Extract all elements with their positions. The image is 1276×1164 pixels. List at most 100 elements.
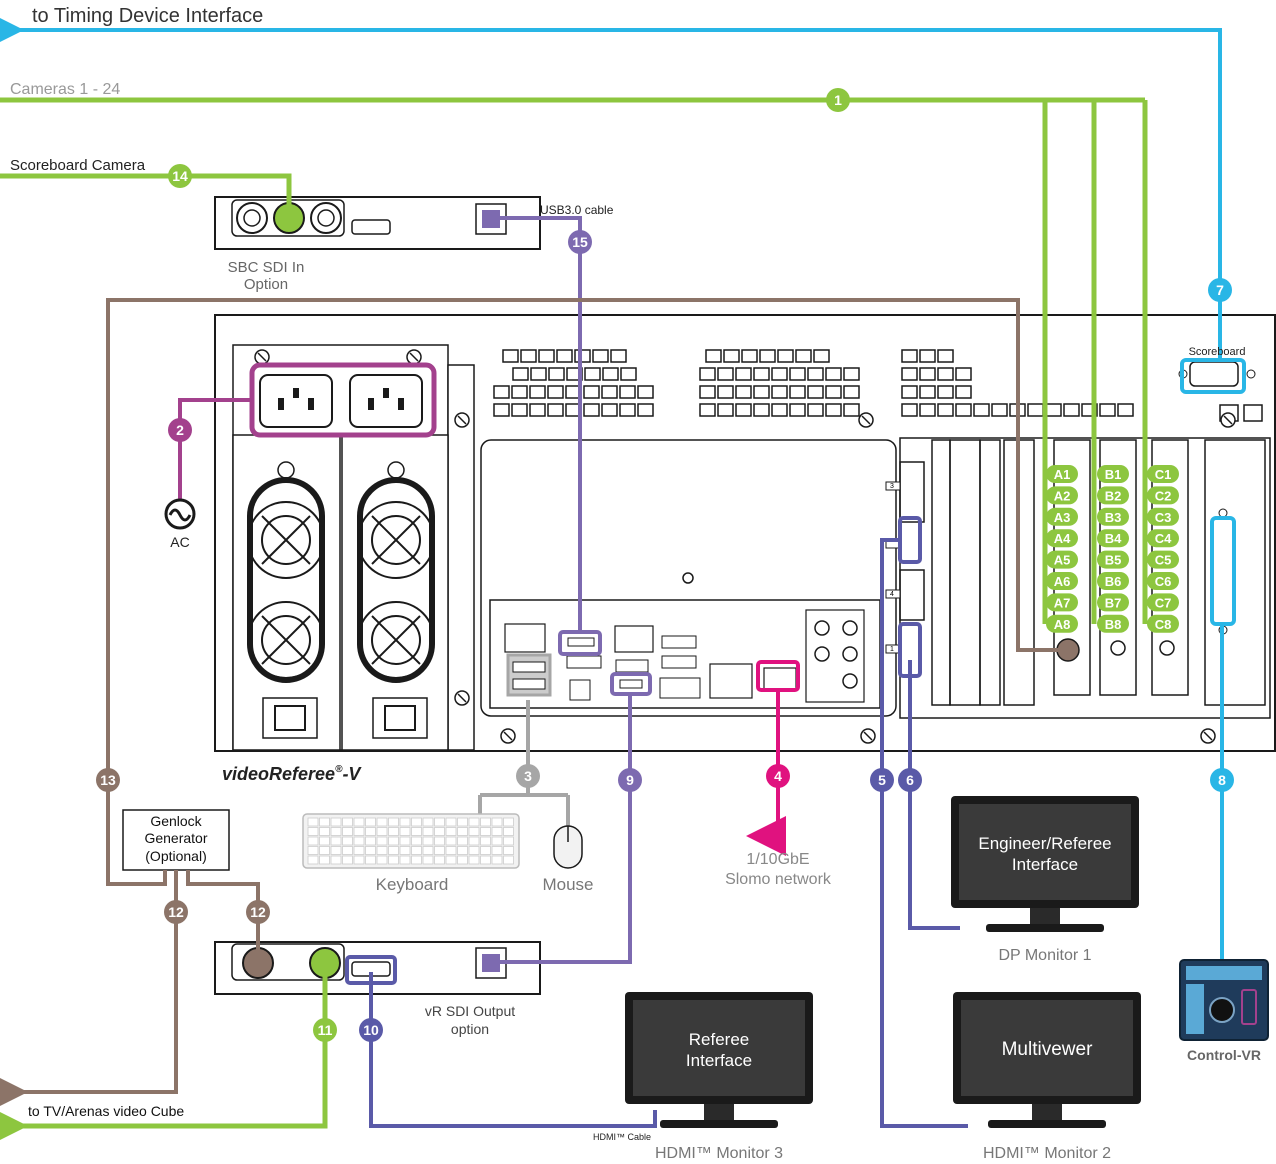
monitor3-screen-1: Referee: [689, 1030, 749, 1049]
slot-4-label: 4: [890, 591, 894, 598]
step-badge-label: 6: [906, 772, 914, 788]
tv-cube-label: to TV/Arenas video Cube: [28, 1103, 184, 1119]
genlock-label-1: Genlock: [150, 813, 202, 829]
sdi-out-label-2: option: [451, 1021, 489, 1037]
camera-port-badge: [1147, 614, 1179, 633]
step-badge-label: 3: [524, 768, 532, 784]
camera-port-badge: [1097, 614, 1129, 633]
camera-port-label: B5: [1105, 553, 1122, 568]
camera-port-label: A2: [1054, 488, 1071, 503]
step-badge-label: 12: [250, 904, 266, 920]
camera-port-label: C2: [1155, 488, 1172, 503]
step-badge: [766, 764, 790, 788]
product-name: videoReferee®-V: [222, 764, 362, 784]
monitor1-screen-1: Engineer/Referee: [978, 834, 1111, 853]
hdmi-monitor-3: [625, 992, 813, 1128]
sbc-label-1: SBC SDI In: [228, 259, 305, 276]
mouse-label: Mouse: [542, 875, 593, 894]
step-badge: [618, 768, 642, 792]
step-badge-label: 4: [774, 768, 782, 784]
monitor3-label: HDMI™ Monitor 3: [655, 1145, 783, 1162]
step-badge-label: 8: [1218, 772, 1226, 788]
camera-port-badge: [1147, 465, 1179, 483]
camera-port-label: C7: [1155, 595, 1172, 610]
step-badge-label: 7: [1216, 282, 1224, 298]
camera-port-label: A7: [1054, 595, 1071, 610]
genlock-generator-box: [122, 809, 230, 871]
camera-port-label: B6: [1105, 574, 1122, 589]
camera-port-label: C4: [1155, 531, 1172, 546]
keyboard-label: Keyboard: [376, 875, 449, 894]
step-badge: [168, 164, 192, 188]
step-badge-label: 13: [100, 772, 116, 788]
ac-label: AC: [170, 534, 189, 550]
monitor1-screen-2: Interface: [1012, 855, 1078, 874]
step-badge-label: 2: [176, 422, 184, 438]
network-label-2: Slomo network: [725, 871, 832, 888]
scoreboard-port-label: Scoreboard: [1189, 346, 1246, 358]
monitor1-label: DP Monitor 1: [998, 947, 1091, 964]
camera-port-badge: [1097, 550, 1129, 569]
step-badge: [516, 764, 540, 788]
camera-port-badge: [1097, 572, 1129, 590]
camera-port-badge: [1097, 507, 1129, 526]
camera-port-label: B8: [1105, 617, 1122, 632]
camera-port-badge: [1147, 486, 1179, 505]
step-badge-label: 11: [318, 1022, 333, 1038]
camera-port-label: C5: [1155, 553, 1172, 568]
hdmi-cable-label: HDMI™ Cable: [593, 1132, 651, 1142]
step-badge: [246, 900, 270, 924]
step-badge-label: 9: [626, 772, 634, 788]
sdi-out-label-1: vR SDI Output: [425, 1003, 515, 1019]
slot-3-label: 3: [890, 483, 894, 490]
dp-monitor-1: [951, 796, 1139, 932]
step-badge-label: 5: [878, 772, 886, 788]
step-badge-label: 14: [172, 168, 188, 184]
step-badge: [826, 88, 850, 112]
server-chassis: 3 4 1: [214, 314, 1276, 752]
step-badge: [870, 768, 894, 792]
camera-port-label: A4: [1054, 531, 1071, 546]
monitor2-label: HDMI™ Monitor 2: [983, 1145, 1111, 1162]
cameras-label: Cameras 1 - 24: [10, 81, 120, 98]
camera-port-badge: [1046, 507, 1078, 526]
step-badge-label: 15: [572, 234, 588, 250]
camera-port-label: A1: [1054, 467, 1071, 482]
camera-port-badge: [1097, 529, 1129, 548]
camera-port-badge: [1046, 486, 1078, 505]
monitor2-screen: Multivewer: [1002, 1039, 1093, 1060]
mouse-icon: [553, 825, 583, 869]
camera-port-label: A6: [1054, 574, 1071, 589]
camera-port-label: B4: [1105, 531, 1122, 546]
camera-port-badge: [1147, 507, 1179, 526]
camera-port-badge: [1046, 593, 1078, 612]
usb-cable-label: USB3.0 cable: [540, 203, 614, 217]
step-badge: [313, 1018, 337, 1042]
slot-1-label: 1: [890, 646, 894, 653]
camera-port-label: C8: [1155, 617, 1172, 632]
camera-port-badge: [1097, 465, 1129, 483]
camera-port-badge: [1097, 593, 1129, 612]
step-badge: [164, 900, 188, 924]
control-vr-label: Control-VR: [1187, 1047, 1261, 1063]
camera-port-badge: [1147, 550, 1179, 569]
camera-port-badge: [1147, 572, 1179, 590]
genlock-label-3: (Optional): [145, 848, 206, 864]
step-badge-label: 12: [168, 904, 184, 920]
scoreboard-camera-label: Scoreboard Camera: [10, 157, 146, 174]
camera-port-badge: [1046, 550, 1078, 569]
step-badge: [1208, 278, 1232, 302]
camera-port-label: A5: [1054, 553, 1071, 568]
camera-port-badge: [1147, 529, 1179, 548]
step-badge: [168, 418, 192, 442]
camera-port-badge: [1046, 529, 1078, 548]
step-badge-label: 1: [834, 92, 842, 108]
step-badge-label: 10: [363, 1022, 379, 1038]
camera-port-label: A8: [1054, 617, 1071, 632]
control-vr-device: [1179, 959, 1269, 1041]
camera-port-badge: [1097, 486, 1129, 505]
camera-port-label: A3: [1054, 510, 1071, 525]
camera-port-badge: [1147, 593, 1179, 612]
sdi-output-box: [214, 941, 541, 995]
